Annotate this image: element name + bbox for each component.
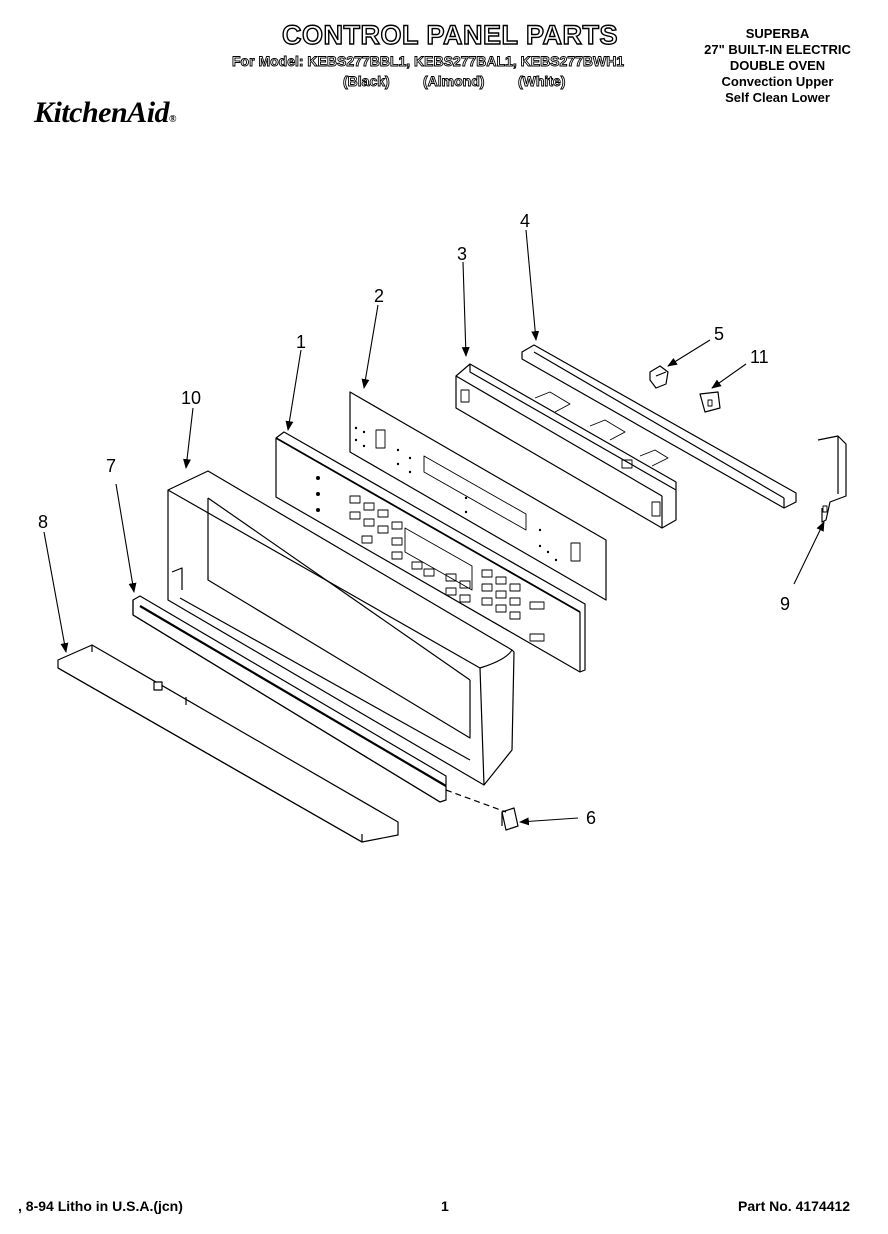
callout-6: 6	[586, 808, 596, 828]
part-number: Part No. 4174412	[738, 1198, 851, 1214]
callout-9: 9	[780, 594, 790, 614]
part-7-panel-strip	[132, 595, 447, 803]
product-line-lower: Self Clean Lower	[725, 90, 830, 105]
product-line-series: SUPERBA	[745, 26, 810, 41]
callout-4: 4	[520, 211, 530, 231]
part-8-lower-trim	[57, 644, 399, 843]
part-5-clip	[649, 365, 669, 389]
finish-almond: (Almond)	[423, 73, 485, 90]
page-title: CONTROL PANEL PARTS	[281, 19, 619, 50]
callout-2: 2	[374, 286, 384, 306]
product-description: SUPERBA 27" BUILT-IN ELECTRIC DOUBLE OVE…	[690, 26, 865, 106]
finish-black: (Black)	[343, 73, 391, 90]
page-number: 1	[441, 1198, 449, 1214]
callout-5: 5	[714, 324, 724, 344]
callout-8: 8	[38, 512, 48, 532]
callout-leaders	[43, 229, 825, 826]
part-9-hook-bracket	[817, 435, 847, 523]
model-line: For Model: KEBS277BBL1, KEBS277BAL1, KEB…	[232, 53, 625, 70]
part-1-control-panel	[275, 431, 586, 673]
part-4-mounting-rail	[521, 344, 797, 509]
part-11-bracket	[699, 391, 721, 413]
part-2-panel-overlay	[349, 391, 607, 601]
brand-logo: KitchenAid®	[34, 96, 177, 130]
part-6-retainer-clip	[445, 789, 519, 831]
product-line-type: 27" BUILT-IN ELECTRIC	[704, 42, 851, 57]
part-3-control-board	[455, 363, 677, 529]
callout-1: 1	[296, 332, 306, 352]
callout-11: 11	[750, 347, 769, 367]
callout-3: 3	[457, 244, 467, 264]
registered-mark: ®	[169, 114, 177, 125]
product-line-upper: Convection Upper	[721, 74, 834, 89]
product-line-oven: DOUBLE OVEN	[729, 58, 826, 73]
part-10-panel-frame	[167, 470, 515, 786]
callout-10: 10	[181, 388, 201, 408]
finish-white: (White)	[518, 73, 566, 90]
brand-name: KitchenAid	[34, 96, 170, 129]
callout-7: 7	[106, 456, 116, 476]
print-info: , 8-94 Litho in U.S.A.(jcn)	[18, 1198, 183, 1214]
